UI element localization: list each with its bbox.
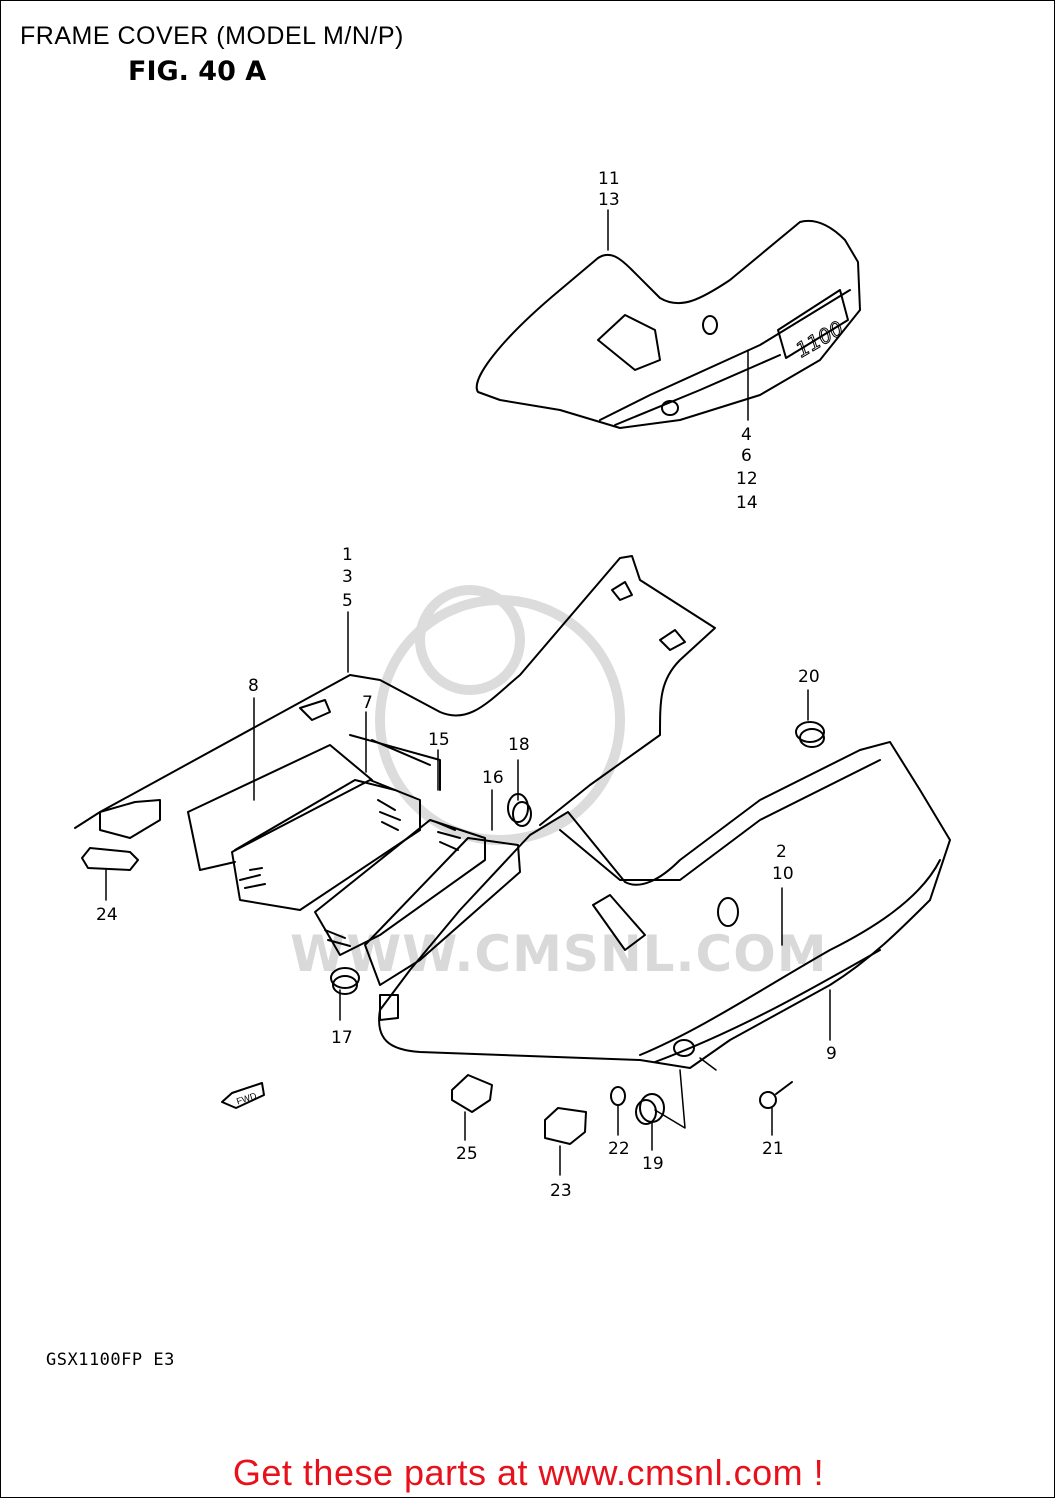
figure-label: FIG. 40 A	[128, 56, 267, 87]
upper-frame-cover: 1100	[475, 220, 861, 429]
cushion-part-23	[544, 1107, 587, 1145]
page-title: FRAME COVER (MODEL M/N/P)	[20, 22, 404, 50]
callout-4: 4	[741, 425, 752, 445]
grommet-part-19	[635, 1093, 665, 1125]
cap-part-24	[81, 847, 139, 871]
callout-22: 22	[608, 1139, 630, 1159]
callout-labels: 11 13 4 6 12 14 1 3 5 8 7 15 18 16 20 2 …	[96, 169, 837, 1201]
grommet-part-17	[330, 967, 360, 995]
svg-text:1100: 1100	[791, 316, 847, 362]
grommet-part-18	[507, 793, 532, 827]
callout-25: 25	[456, 1144, 478, 1164]
callout-1: 1	[342, 545, 353, 565]
callout-18: 18	[508, 735, 530, 755]
callout-6: 6	[741, 446, 752, 466]
forward-arrow-icon: FWD	[221, 1082, 265, 1109]
grommet-part-20	[795, 721, 825, 748]
screw-part-21	[759, 1081, 793, 1109]
callout-17: 17	[331, 1028, 353, 1048]
leader-lines	[105, 209, 831, 1176]
callout-3: 3	[342, 567, 353, 587]
callout-2: 2	[776, 842, 787, 862]
callout-23: 23	[550, 1181, 572, 1201]
callout-9: 9	[826, 1044, 837, 1064]
callout-11: 11	[598, 169, 620, 189]
watermark-logo	[375, 585, 625, 845]
callout-21: 21	[762, 1139, 784, 1159]
get-parts-link[interactable]: Get these parts at www.cmsnl.com !	[232, 1452, 825, 1493]
callout-19: 19	[642, 1154, 664, 1174]
callout-5: 5	[342, 591, 353, 611]
callout-20: 20	[798, 667, 820, 687]
model-badge-1100: 1100	[777, 289, 849, 363]
callout-13: 13	[598, 190, 620, 210]
model-code: GSX1100FP E3	[46, 1350, 175, 1370]
left-frame-cover	[74, 555, 716, 871]
callout-8: 8	[248, 676, 259, 696]
callout-10: 10	[772, 864, 794, 884]
right-frame-cover	[378, 741, 951, 1069]
callout-12: 12	[736, 469, 758, 489]
callout-24: 24	[96, 905, 118, 925]
cushion-part-25	[451, 1074, 493, 1113]
inner-side-panels	[231, 779, 521, 986]
nut-part-22	[610, 1086, 626, 1106]
callout-15: 15	[428, 730, 450, 750]
callout-16: 16	[482, 768, 504, 788]
callout-14: 14	[736, 493, 758, 513]
callout-7: 7	[362, 693, 373, 713]
